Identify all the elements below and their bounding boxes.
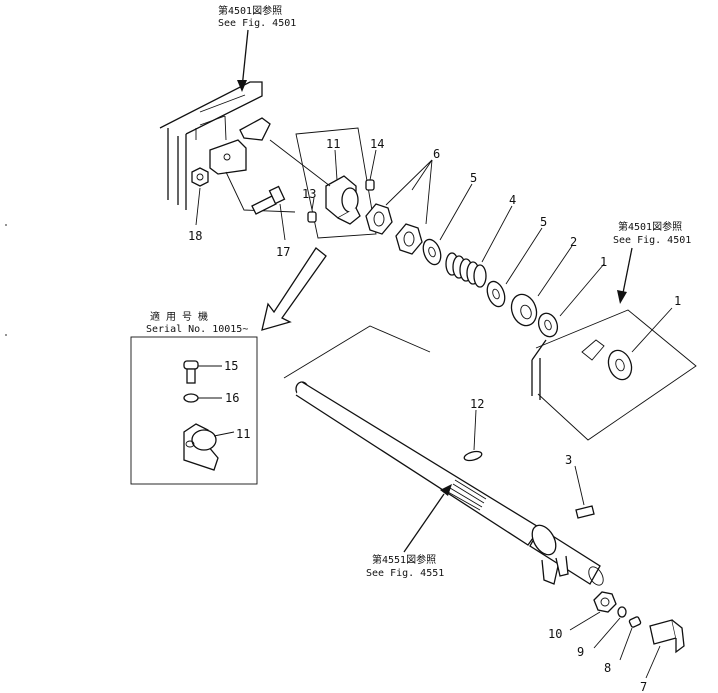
part-5-washer-left bbox=[422, 183, 473, 266]
ref-right-leader bbox=[621, 247, 633, 299]
callout-15: 15 bbox=[224, 359, 238, 373]
part-1-washer-left bbox=[537, 263, 605, 338]
bracket-frame bbox=[159, 81, 296, 213]
callout-7: 7 bbox=[640, 680, 647, 693]
pointer-arrow-to-inset bbox=[261, 247, 327, 331]
ref-top-leader bbox=[241, 29, 249, 89]
callout-5-left: 5 bbox=[470, 171, 477, 185]
group-box-11-13-14 bbox=[269, 127, 377, 239]
callout-11-inset: 11 bbox=[236, 427, 250, 441]
callout-17: 17 bbox=[276, 245, 290, 259]
part-7-bolt bbox=[645, 619, 685, 679]
callout-18: 18 bbox=[188, 229, 202, 243]
part-11-clamp bbox=[325, 175, 361, 225]
ref-right-en: See Fig. 4501 bbox=[613, 235, 691, 246]
callout-8: 8 bbox=[604, 661, 611, 675]
shaft bbox=[295, 381, 604, 586]
part-4-spring bbox=[445, 205, 513, 288]
serial-jp: 適 用 号 機 bbox=[150, 310, 208, 323]
callout-11-top: 11 bbox=[326, 137, 340, 151]
ref-mid-en: See Fig. 4551 bbox=[366, 568, 444, 579]
part-13-screw bbox=[307, 211, 317, 223]
callout-1-right: 1 bbox=[674, 294, 681, 308]
callout-1-left: 1 bbox=[600, 255, 607, 269]
ref-mid-leader bbox=[403, 493, 445, 553]
ref-right-arrowhead bbox=[617, 290, 627, 304]
ref-mid-arrowhead bbox=[440, 484, 452, 496]
callout-2: 2 bbox=[570, 235, 577, 249]
part-5-washer-right bbox=[486, 227, 543, 308]
frame-right bbox=[531, 309, 697, 441]
part-6-nuts bbox=[365, 159, 433, 255]
part-1-washer-right bbox=[607, 307, 673, 381]
callout-4: 4 bbox=[509, 193, 516, 207]
callout-5-right: 5 bbox=[540, 215, 547, 229]
ref-mid-jp: 第4551図参照 bbox=[372, 553, 436, 566]
part-8-spring-washer bbox=[619, 616, 642, 661]
part-14-screw bbox=[365, 179, 375, 191]
inset-part-16-washer bbox=[183, 393, 222, 403]
part-10-nut bbox=[569, 591, 617, 631]
callout-14: 14 bbox=[370, 137, 384, 151]
inset-part-15-bolt bbox=[183, 360, 222, 384]
callout-10: 10 bbox=[548, 627, 562, 641]
ref-top-en: See Fig. 4501 bbox=[218, 18, 296, 29]
callout-12: 12 bbox=[470, 397, 484, 411]
ref-right-jp: 第4501図参照 bbox=[618, 220, 682, 233]
callout-6: 6 bbox=[433, 147, 440, 161]
part-18-nut bbox=[191, 167, 209, 226]
inset-box bbox=[130, 336, 258, 485]
ref-top-jp: 第4501図参照 bbox=[218, 4, 282, 17]
part-2-collar bbox=[510, 245, 573, 327]
callout-3: 3 bbox=[565, 453, 572, 467]
callout-16: 16 bbox=[225, 391, 239, 405]
callout-9: 9 bbox=[577, 645, 584, 659]
part-12-key bbox=[463, 409, 483, 462]
serial-en: Serial No. 10015~ bbox=[146, 324, 248, 335]
inset-part-11-clamp bbox=[183, 423, 235, 471]
part-3-pin bbox=[574, 465, 595, 519]
part-17-bolt bbox=[251, 185, 286, 241]
callout-13: 13 bbox=[302, 187, 316, 201]
part-9-washer bbox=[593, 606, 627, 649]
shaft-frame bbox=[283, 325, 431, 379]
